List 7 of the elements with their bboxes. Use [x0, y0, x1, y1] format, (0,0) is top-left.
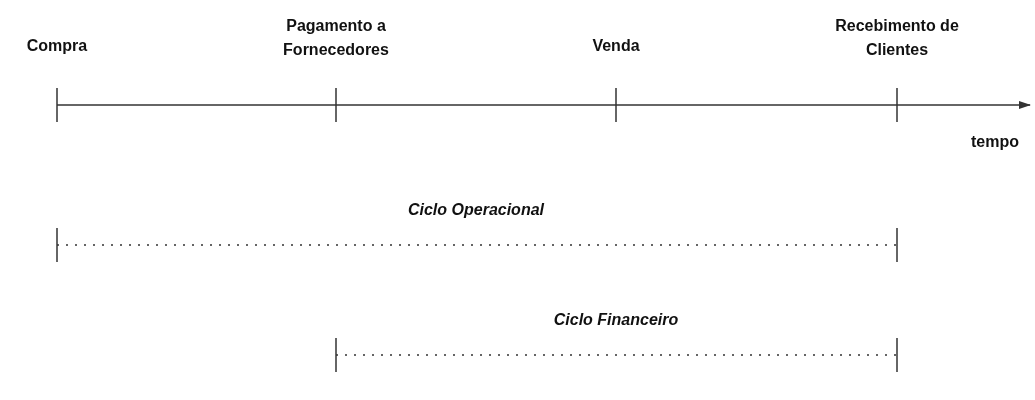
event-label: Compra [25, 36, 89, 56]
event-label: Pagamento a Fornecedores [282, 16, 390, 60]
event-label: Recebimento de Clientes [834, 16, 960, 60]
event-label: Venda [591, 36, 641, 56]
axis-label: tempo [970, 132, 1020, 152]
period-label: Ciclo Operacional [406, 200, 546, 220]
period-label: Ciclo Financeiro [552, 310, 680, 330]
